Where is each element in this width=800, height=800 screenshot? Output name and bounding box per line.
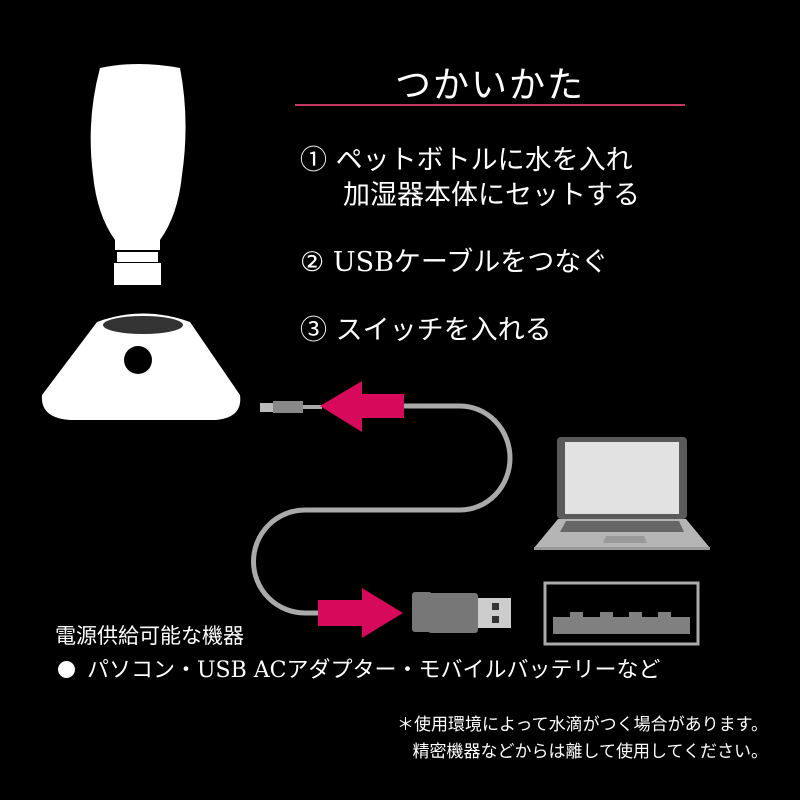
note-line-1: ＊使用環境によって水滴がつく場合があります。 bbox=[397, 715, 768, 735]
step-2: ② USBケーブルをつなぐ bbox=[300, 240, 608, 279]
step-3: ③ スイッチを入れる bbox=[300, 308, 552, 347]
water-bottle bbox=[90, 64, 186, 285]
step-1-line-2: 加湿器本体にセットする bbox=[343, 180, 640, 211]
step-number: ① bbox=[300, 145, 327, 176]
switch-button-icon bbox=[124, 346, 152, 374]
arrow-left-icon bbox=[320, 381, 404, 432]
title-divider bbox=[295, 104, 685, 106]
usb-port-icon bbox=[543, 581, 700, 646]
usb-a-plug bbox=[412, 592, 511, 633]
usb-cable bbox=[251, 381, 513, 638]
step-1: ① ペットボトルに水を入れ bbox=[300, 138, 633, 177]
page-title: つかいかた bbox=[394, 65, 585, 106]
devices-heading: 電源供給可能な機器 bbox=[55, 624, 244, 648]
laptop-icon bbox=[534, 437, 710, 550]
humidifier-base bbox=[41, 313, 241, 420]
devices-list-text: パソコン・USB ACアダプター・モバイルバッテリーなど bbox=[87, 658, 661, 683]
step-text: USBケーブルをつなぐ bbox=[332, 247, 609, 278]
step-text: ペットボトルに水を入れ bbox=[335, 145, 633, 176]
note-line-2: 精密機器などからは離して使用してください。 bbox=[412, 742, 768, 762]
step-number: ③ bbox=[300, 315, 327, 346]
bullet-icon bbox=[58, 661, 75, 678]
arrow-right-icon bbox=[318, 588, 403, 638]
step-number: ② bbox=[300, 247, 325, 278]
micro-usb-plug bbox=[273, 401, 303, 413]
devices-list: パソコン・USB ACアダプター・モバイルバッテリーなど bbox=[58, 652, 661, 684]
step-text: スイッチを入れる bbox=[335, 315, 552, 346]
micro-usb-tip bbox=[260, 403, 274, 412]
